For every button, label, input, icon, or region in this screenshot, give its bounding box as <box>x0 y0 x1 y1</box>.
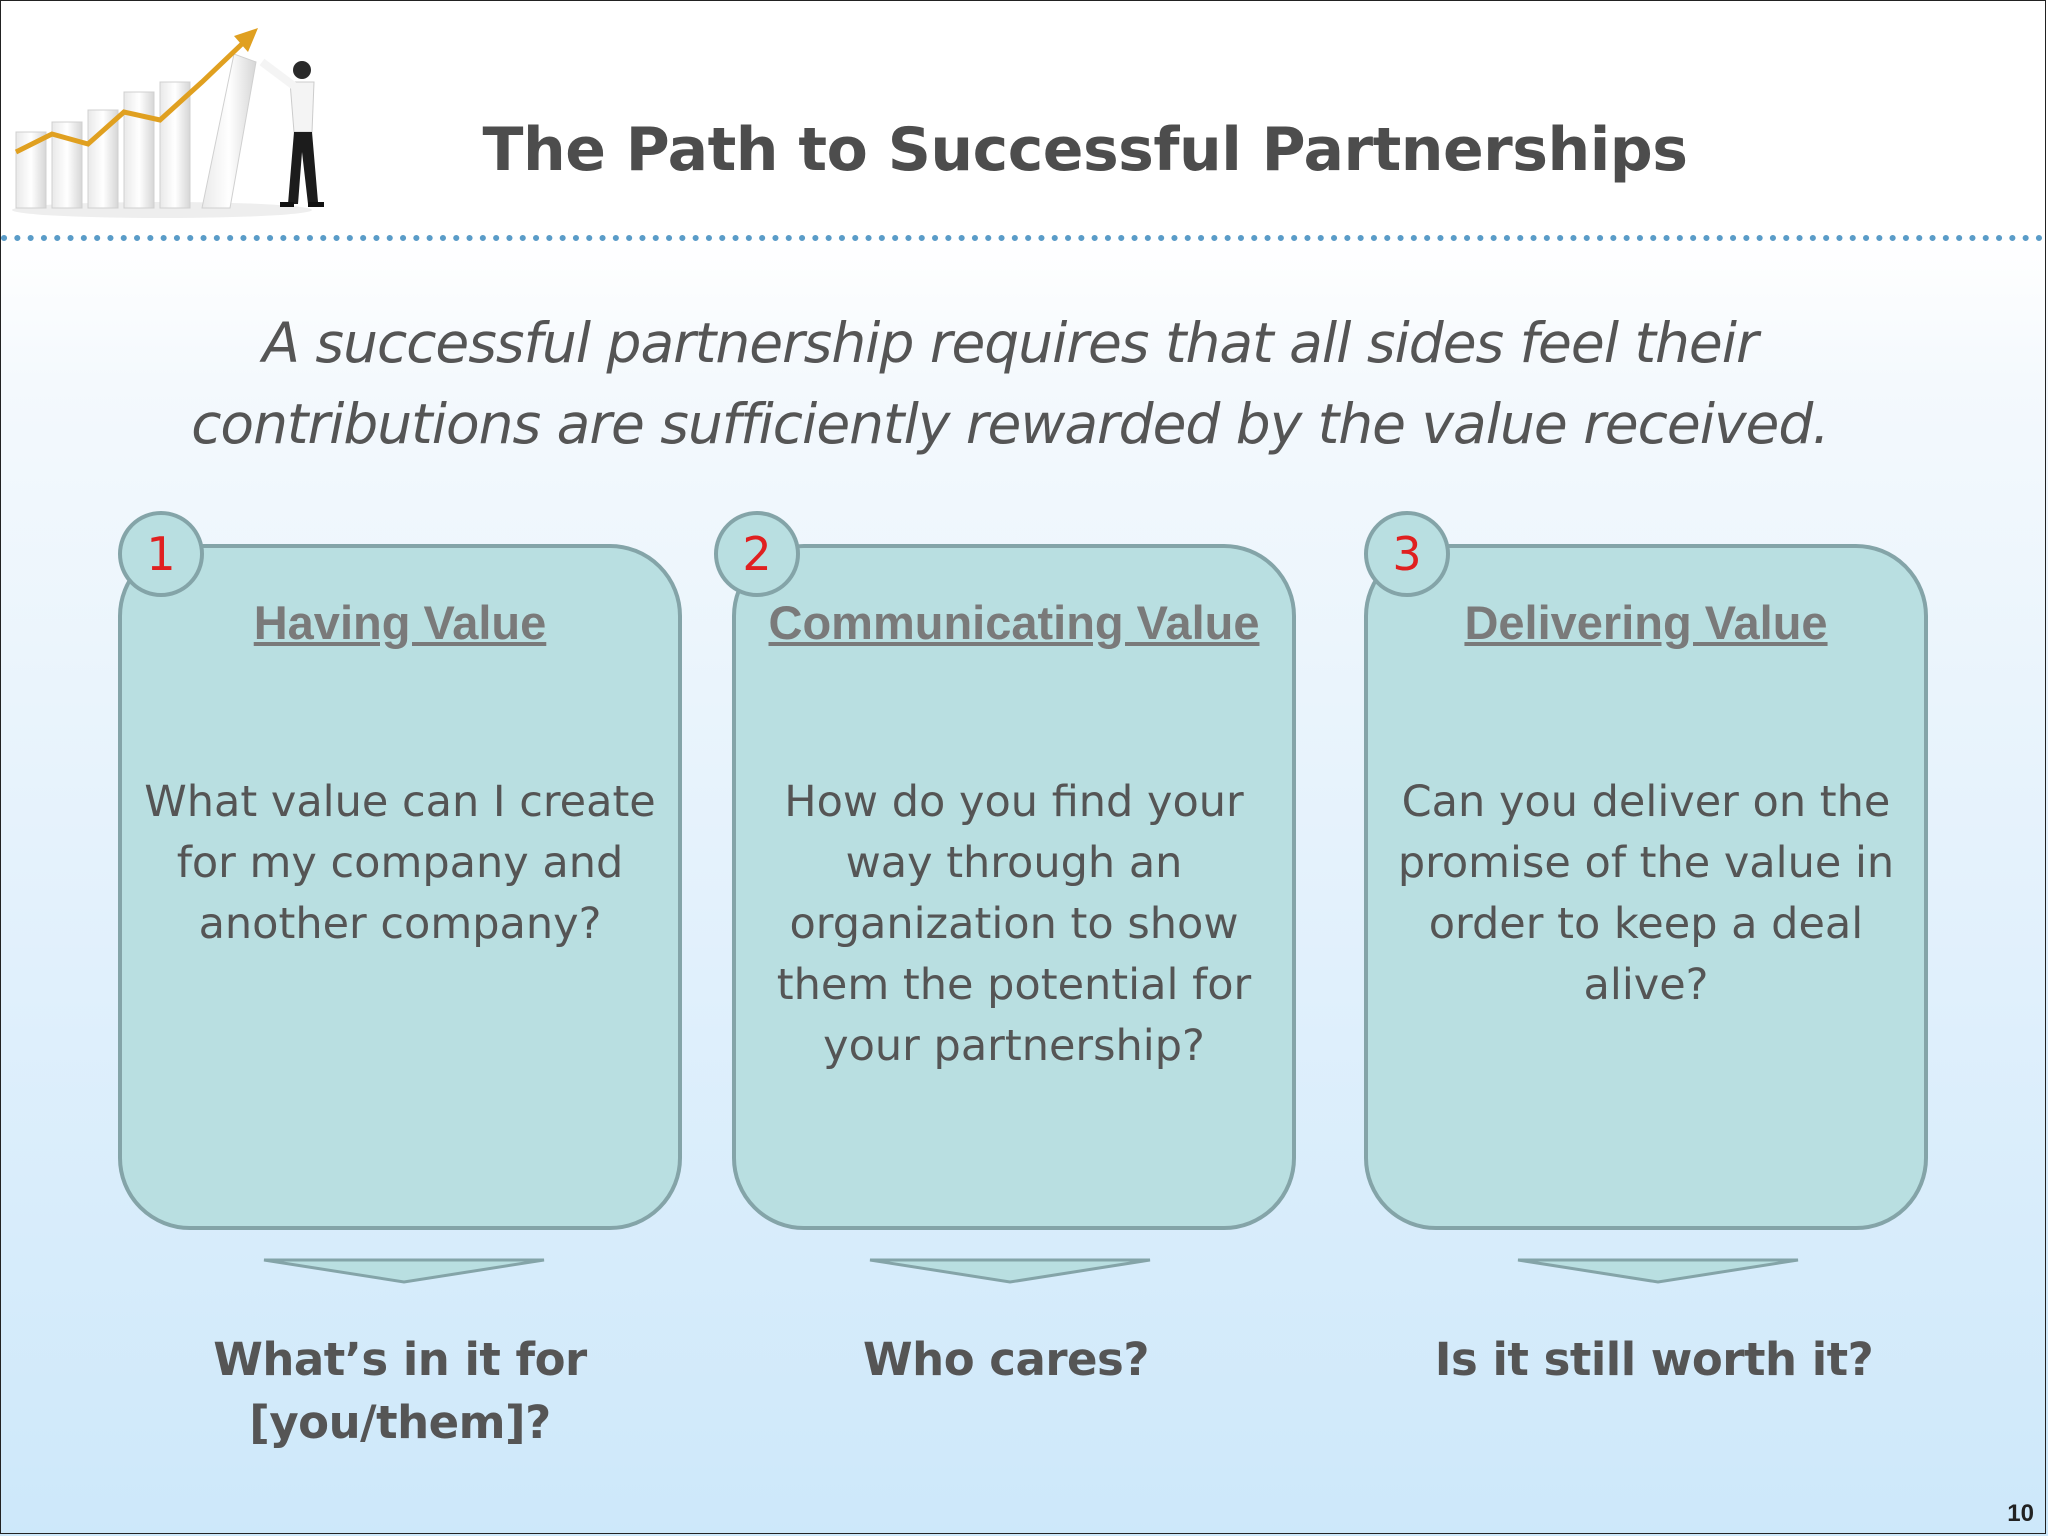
step-heading: Having Value <box>253 596 547 649</box>
step-number-badge: 1 <box>118 511 204 597</box>
step-heading: Communicating Value <box>768 596 1260 649</box>
page-number: 10 <box>2007 1500 2034 1527</box>
step-body: What value can I create for my company a… <box>144 777 656 949</box>
step-heading: Delivering Value <box>1464 596 1828 649</box>
slide-title: The Path to Successful Partnerships <box>482 115 1688 185</box>
step-number-badge: 3 <box>1364 511 1450 597</box>
step-number-badge: 2 <box>714 511 800 597</box>
step-body: How do you find your way through an orga… <box>776 777 1252 1071</box>
step-card-2: Communicating Value How do you find your… <box>732 544 1296 1230</box>
step-body: Can you deliver on the promise of the va… <box>1397 777 1895 1010</box>
step-card-3: Delivering Value Can you deliver on the … <box>1364 544 1928 1230</box>
down-chevron-icon <box>1517 1258 1799 1284</box>
step-answer: Is it still worth it? <box>1434 1333 1874 1386</box>
step-answer: Who cares? <box>863 1333 1149 1386</box>
dotted-divider <box>1 235 2046 241</box>
down-chevron-icon <box>869 1258 1151 1284</box>
growth-chart-businessman-icon <box>12 28 324 218</box>
step-card-1: Having Value What value can I create for… <box>118 544 682 1230</box>
down-chevron-icon <box>263 1258 545 1284</box>
step-answer: What’s in it for [you/them]? <box>213 1333 587 1449</box>
slide-subtitle: A successful partnership requires that a… <box>191 311 1830 456</box>
